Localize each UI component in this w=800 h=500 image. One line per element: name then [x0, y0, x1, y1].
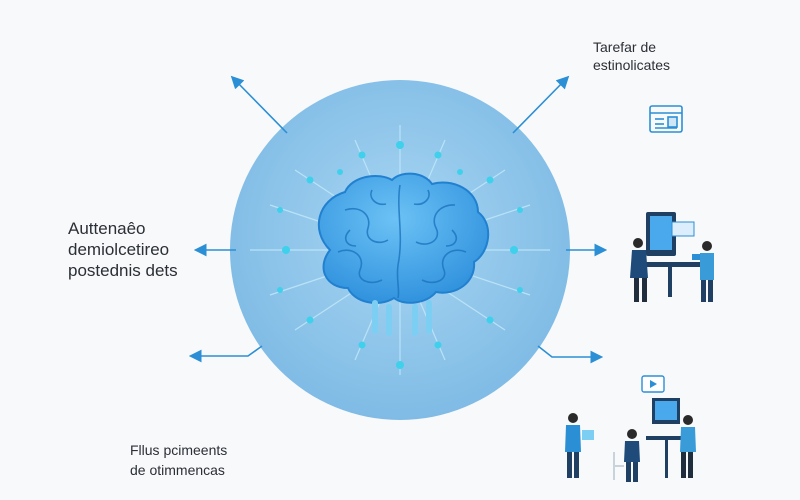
brain-icon [317, 172, 490, 336]
arrow-top-left [230, 75, 288, 134]
arrow-bottom-right [537, 345, 604, 364]
arrow-bottom-left [188, 345, 263, 363]
connector-arrows [188, 75, 608, 364]
label-bottom-left-line-2: de otimmencas [130, 462, 225, 478]
arrow-top-right [512, 75, 570, 134]
document-chart-icon [649, 105, 683, 133]
label-bottom-left-line-1: Fllus pcimeents [130, 442, 228, 458]
network-nodes [277, 141, 523, 369]
label-left-line-2: demiolcetireo [68, 240, 170, 259]
label-left: Auttenaêo demiolcetireo postednis dets [68, 218, 178, 281]
label-left-line-3: postednis dets [68, 261, 178, 280]
label-top-right: Tarefar de estinolicates [593, 38, 670, 74]
people-workstation-illustration [630, 212, 714, 302]
label-top-right-line-2: estinolicates [593, 57, 671, 73]
label-left-line-1: Auttenaêo [68, 219, 146, 238]
label-bottom-left: Fllus pcimeents de otimmencas [130, 440, 227, 480]
label-top-right-line-1: Tarefar de [593, 39, 657, 55]
team-collaboration-illustration [565, 375, 696, 482]
